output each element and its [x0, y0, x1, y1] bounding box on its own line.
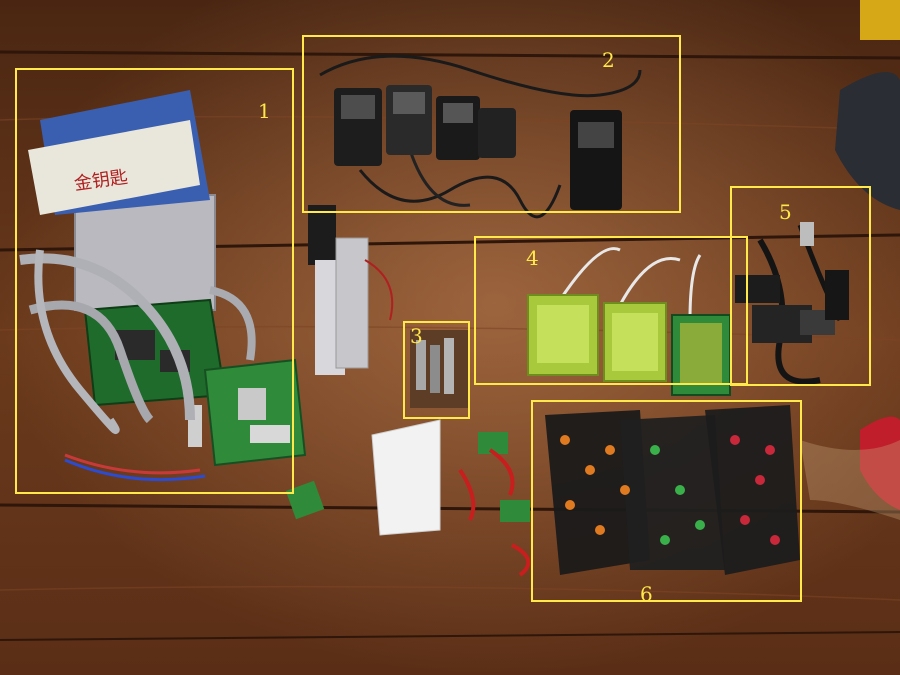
region-1-box	[15, 68, 294, 494]
region-5-box	[730, 186, 871, 386]
misc-parts	[308, 205, 531, 577]
region-4-box	[474, 236, 748, 385]
region-2-label: 2	[602, 48, 615, 72]
power-adapters-group	[319, 54, 642, 219]
region-3-box	[403, 321, 470, 419]
parts-bags-group	[545, 405, 800, 575]
small-parts-group	[410, 330, 468, 408]
region-1-label: 1	[258, 99, 271, 123]
region-3-label: 3	[410, 324, 423, 348]
region-6-label: 6	[640, 582, 653, 606]
region-6-box	[531, 400, 802, 602]
cables-group	[735, 222, 849, 385]
region-5-label: 5	[779, 200, 792, 224]
region-4-label: 4	[526, 246, 539, 270]
background-objects	[800, 0, 900, 520]
lcd-modules-group	[527, 247, 731, 396]
dev-kit-group: 金钥匙	[19, 90, 325, 520]
region-2-box	[302, 35, 681, 213]
